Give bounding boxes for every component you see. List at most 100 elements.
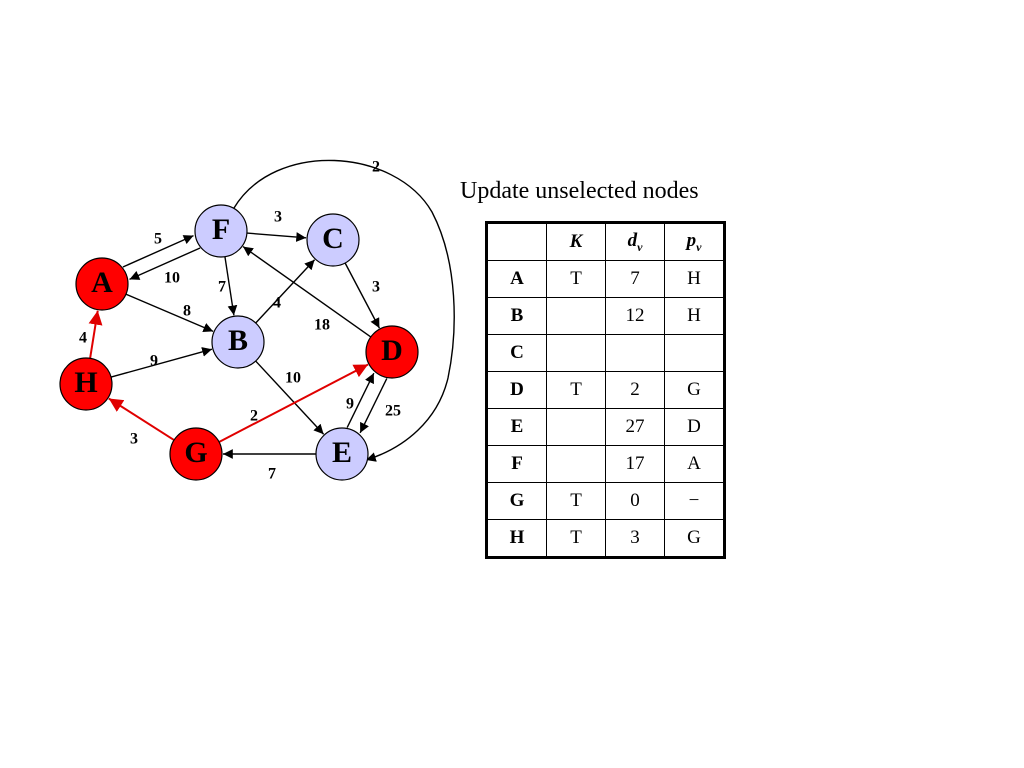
row-known: T (546, 519, 606, 558)
row-known: T (546, 371, 606, 409)
node-label: D (381, 334, 403, 367)
edge-b-c (255, 259, 316, 324)
edge-h-b (110, 347, 213, 378)
node-circle (306, 213, 360, 267)
edge-weight-g-d: 2 (250, 408, 258, 425)
table-row: C (486, 334, 725, 372)
edge-h-a (88, 310, 103, 359)
row-vertex: G (486, 482, 547, 520)
node-circle (315, 427, 369, 481)
node-circle (194, 204, 248, 258)
row-distance (605, 334, 665, 372)
edge-weight-a-f: 10 (164, 270, 180, 287)
node-label: B (228, 324, 248, 357)
edge-g-h (108, 397, 175, 441)
row-vertex: H (486, 519, 547, 558)
row-distance: 17 (605, 445, 665, 483)
node-label: G (184, 436, 207, 469)
edge-a-f (122, 234, 194, 268)
node-circle (169, 427, 223, 481)
row-vertex: A (486, 260, 547, 298)
nodes-layer: A B C D E F G H (59, 204, 419, 481)
row-known: T (546, 482, 606, 520)
table-header-row: K dv pv (486, 222, 725, 261)
row-known: T (546, 260, 606, 298)
node-label: H (74, 366, 97, 399)
edge-weight-f-c: 3 (274, 209, 282, 226)
header-previous-main: p (686, 229, 697, 251)
edge-f-c (246, 232, 307, 242)
edge-weight-c-d: 3 (372, 279, 380, 296)
row-previous: H (664, 260, 725, 298)
row-previous (664, 334, 725, 372)
row-vertex: F (486, 445, 547, 483)
node-g: G (169, 427, 223, 481)
node-a: A (75, 257, 129, 311)
row-previous: − (664, 482, 725, 520)
node-h: H (59, 357, 113, 411)
header-distance: dv (605, 222, 665, 261)
edges-layer (88, 159, 455, 462)
row-vertex: B (486, 297, 547, 335)
header-known: K (546, 222, 606, 261)
row-distance: 3 (605, 519, 665, 558)
edge-b-e (255, 360, 325, 435)
row-previous: G (664, 519, 725, 558)
edge-weight-e-d: 9 (346, 396, 354, 413)
edge-weight-g-h: 3 (130, 431, 138, 448)
node-label: C (322, 222, 344, 255)
edge-weight-f-e: 2 (372, 159, 380, 176)
table-title: Update unselected nodes (460, 178, 699, 204)
row-vertex: C (486, 334, 547, 372)
row-previous: D (664, 408, 725, 446)
row-previous: G (664, 371, 725, 409)
edge-f-b (224, 256, 238, 316)
edge-g-d (218, 363, 369, 443)
row-distance: 12 (605, 297, 665, 335)
node-label: A (91, 266, 113, 299)
node-c: C (306, 213, 360, 267)
edge-f-e (233, 159, 455, 462)
row-previous: H (664, 297, 725, 335)
edge-d-f (242, 246, 372, 338)
row-vertex: E (486, 408, 547, 446)
edge-a-b (125, 293, 214, 333)
header-distance-main: d (627, 229, 638, 251)
node-circle (75, 257, 129, 311)
row-vertex: D (486, 371, 547, 409)
header-vertex (486, 222, 547, 261)
header-previous-sub: v (696, 239, 702, 254)
row-distance: 7 (605, 260, 665, 298)
edge-weight-d-e: 25 (385, 403, 401, 420)
edge-weight-h-a: 4 (79, 330, 87, 347)
row-distance: 0 (605, 482, 665, 520)
edge-weight-a-b: 8 (183, 303, 191, 320)
node-label: F (212, 213, 230, 246)
edge-c-d (344, 262, 381, 329)
row-known (546, 408, 606, 446)
row-distance: 27 (605, 408, 665, 446)
row-known (546, 334, 606, 372)
row-known (546, 297, 606, 335)
row-previous: A (664, 445, 725, 483)
header-previous: pv (664, 222, 725, 261)
node-e: E (315, 427, 369, 481)
edge-weight-f-b: 7 (218, 279, 226, 296)
node-d: D (365, 325, 419, 379)
row-known (546, 445, 606, 483)
row-distance: 2 (605, 371, 665, 409)
edge-d-e (359, 378, 388, 434)
node-b: B (211, 315, 265, 369)
edge-weight-f-a: 5 (154, 231, 162, 248)
edge-weight-b-e: 10 (285, 370, 301, 387)
